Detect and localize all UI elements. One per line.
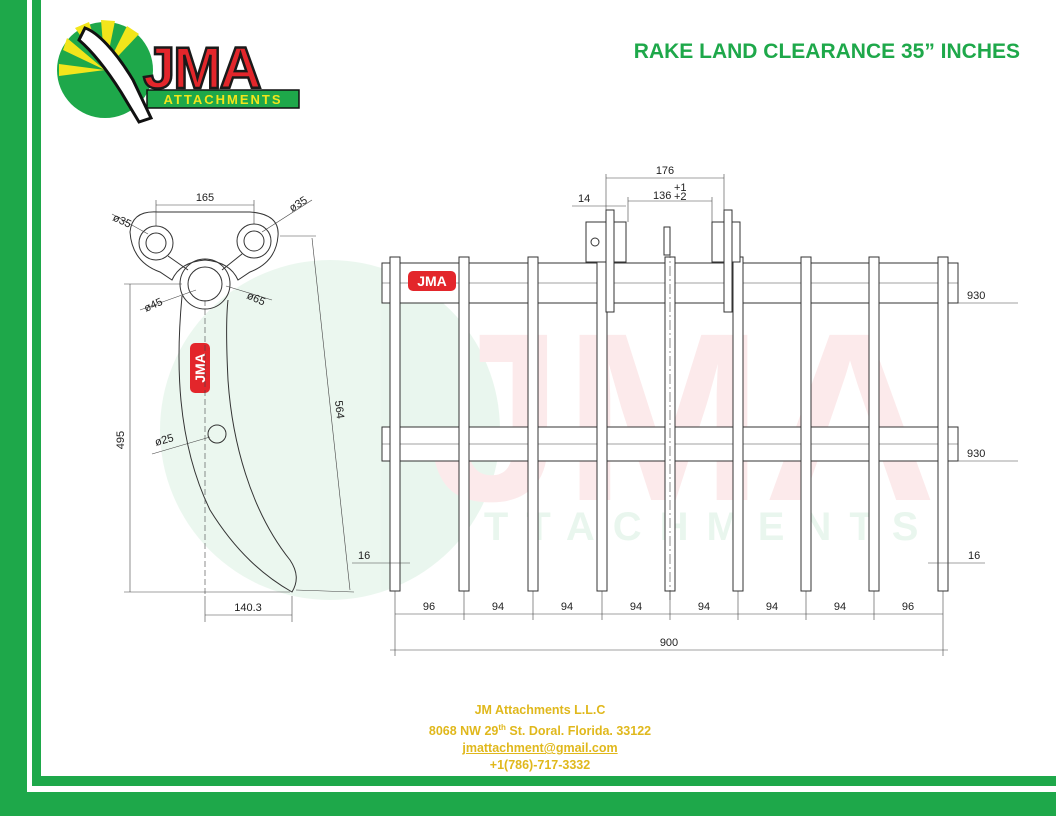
footer-contact: JM Attachments L.L.C 8068 NW 29th St. Do… [330,702,750,774]
dim-height: 495 [115,431,127,449]
logo-subtitle-text: ATTACHMENTS [163,92,282,107]
dim-pin-right-dia: ø35 [287,194,309,214]
footer-email-link[interactable]: jmattachment@gmail.com [462,741,618,756]
rake-tine [389,256,401,592]
ripper-pin-left [138,225,174,261]
rake-view: JMA 176 136 +1 +2 14 930 930 16 16 [352,165,1018,656]
rake-tine [458,256,470,592]
svg-text:JMA: JMA [417,273,447,289]
dim-spacing-1: 96 [423,601,435,613]
rake-tine [937,256,949,592]
dim-bracket-plate: 14 [578,193,590,205]
dim-length: 564 [332,400,346,420]
dim-tol-upper: +1 [674,182,687,194]
rake-bracket-right [711,209,741,313]
ripper-shank [178,295,297,593]
dim-pin-spacing: 165 [196,192,214,204]
dim-tip-offset: 140.3 [234,602,262,614]
dim-spacing-7: 94 [834,601,846,613]
dim-edge-left: 16 [358,550,370,562]
rake-tine [800,256,812,592]
dim-pin-left-dia: ø35 [111,212,133,231]
frame-bottom-outer [0,792,1056,816]
dim-bracket-inner: 136 [653,190,671,202]
footer-phone: +1(786)-717-3332 [489,758,591,773]
dim-total-width: 900 [660,637,678,649]
rake-badge: JMA [408,271,456,291]
ripper-top-plate [129,211,279,281]
footer-company: JM Attachments L.L.C [474,703,606,717]
logo-subtitle-band [146,89,300,109]
watermark-subtitle-text: ATTACHMENTS [440,505,936,549]
dim-spacing-4: 94 [630,601,642,613]
ripper-pin-right [236,223,272,259]
rake-tine [868,256,880,592]
rake-tine [732,256,744,592]
page-title: RAKE LAND CLEARANCE 35” INCHES [633,40,1020,63]
dim-bar-bottom: 930 [967,448,985,460]
dim-tol-lower: +2 [674,191,687,203]
dim-center-hole-dia: ø45 [142,296,164,315]
footer-address: 8068 NW 29th St. Doral. Florida. 33122 [428,723,652,739]
watermark-brand-text: JMA [430,283,937,551]
dim-bar-top: 930 [967,290,985,302]
logo-ripper-icon [77,26,154,124]
frame-left-outer [0,0,27,816]
ripper-pin-right-hole [243,230,265,252]
spacing-ext-lines [394,591,944,656]
jma-logo: JMA ATTACHMENTS [57,20,300,124]
frame-left-inner [32,0,41,786]
dim-spacing-2: 94 [492,601,504,613]
frame-bottom-inner [32,776,1056,786]
dim-small-hole-dia: ø25 [154,432,176,449]
ripper-pin-left-hole [145,232,167,254]
rake-tine [527,256,539,592]
ripper-small-hole [207,424,227,444]
ripper-center-hole [187,266,223,302]
dim-bracket-outer: 176 [656,165,674,177]
ripper-view: JMA 165 ø35 ø35 ø45 ø65 ø25 495 564 [111,192,355,622]
dim-spacing-8: 96 [902,601,914,613]
svg-text:JMA: JMA [192,353,208,383]
ripper-badge: JMA [190,343,210,393]
dim-edge-right: 16 [968,550,980,562]
watermark: JMA ATTACHMENTS [160,260,937,600]
rake-bracket-left [585,209,627,313]
dim-spacing-3: 94 [561,601,573,613]
dim-spacing-5: 94 [698,601,710,613]
dim-spacing-6: 94 [766,601,778,613]
